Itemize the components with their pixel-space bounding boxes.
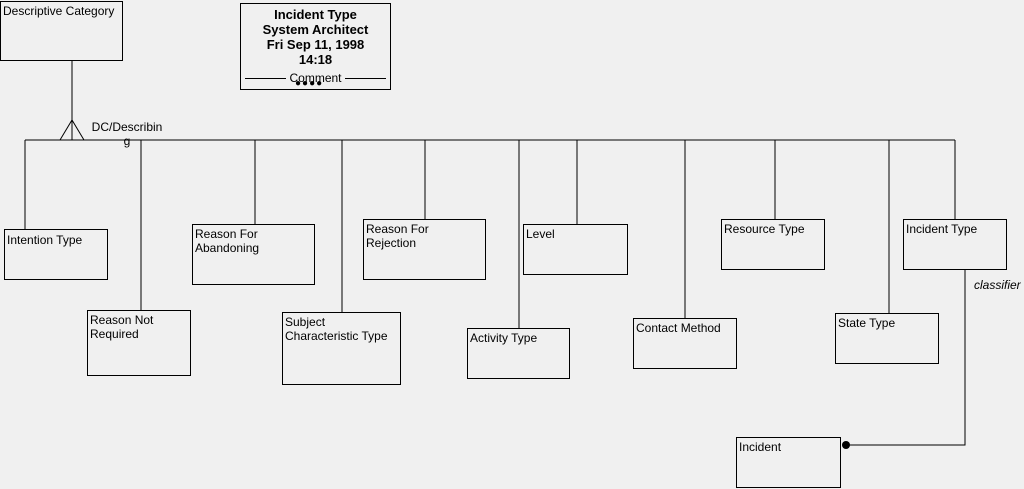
entity-activity-type[interactable]: Activity Type <box>467 328 570 379</box>
entity-reason-not-required[interactable]: Reason Not Required <box>87 310 191 376</box>
title-line-4: 14:18 <box>298 52 333 67</box>
entity-state-type[interactable]: State Type <box>835 313 939 364</box>
entity-subject-characteristic-type[interactable]: Subject Characteristic Type <box>282 312 401 385</box>
title-line-2: System Architect <box>262 22 369 37</box>
entity-resource-type[interactable]: Resource Type <box>721 219 825 270</box>
entity-reason-for-abandoning[interactable]: Reason For Abandoning <box>192 224 315 285</box>
comment-dots-icon: ●●●● <box>295 78 324 89</box>
entity-level[interactable]: Level <box>523 224 628 275</box>
title-line-1: Incident Type <box>274 7 357 22</box>
relationship-label-dc-describing: DC/Describin g <box>91 120 163 148</box>
crows-foot <box>59 119 85 141</box>
entity-incident[interactable]: Incident <box>736 437 841 488</box>
entity-reason-for-rejection[interactable]: Reason For Rejection <box>363 219 486 280</box>
diagram-title-block: Incident Type System Architect Fri Sep 1… <box>240 3 391 90</box>
entity-incident-type[interactable]: Incident Type <box>903 219 1007 270</box>
relationship-label-classifier: classifier <box>974 278 1021 292</box>
classifier-endpoint-dot <box>842 441 850 449</box>
entity-intention-type[interactable]: Intention Type <box>4 229 108 280</box>
entity-descriptive-category[interactable]: Descriptive Category <box>0 1 123 61</box>
classifier-relationship-line <box>846 269 966 446</box>
comment-row: Comment <box>241 71 390 85</box>
title-line-3: Fri Sep 11, 1998 <box>266 37 365 52</box>
comment-label: Comment <box>286 71 345 85</box>
entity-contact-method[interactable]: Contact Method <box>633 318 737 369</box>
